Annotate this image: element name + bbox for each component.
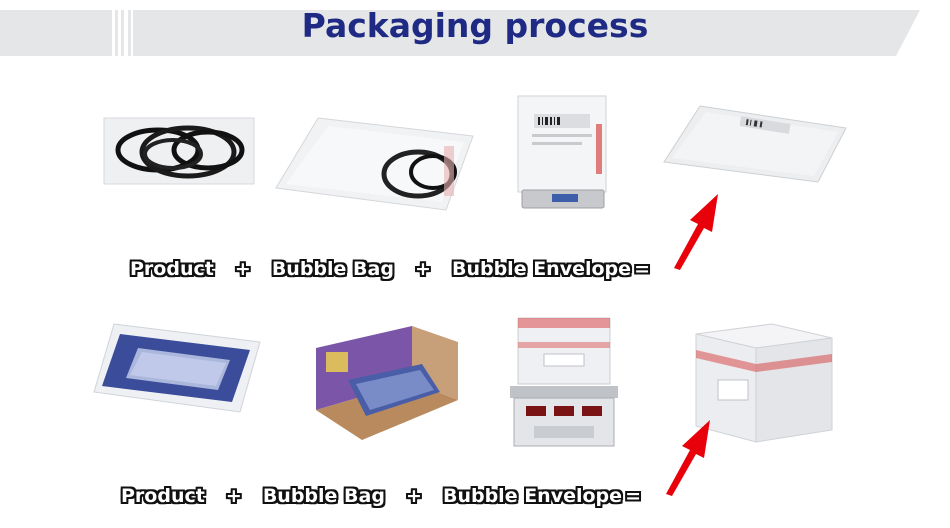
formula-row-2: Product + Bubble Bag + Bubble Envelope = xyxy=(121,480,644,512)
bubble-bag-photo xyxy=(268,112,478,212)
product-bubble-wrapped-photo xyxy=(90,318,265,416)
term-bubble-bag: Bubble Bag xyxy=(271,258,394,280)
term-product: Product xyxy=(121,485,205,507)
arrow-up-right-icon xyxy=(666,420,710,496)
bubble-envelope-on-scale-photo xyxy=(512,94,612,214)
sealed-box-photo xyxy=(690,320,838,445)
banner-shape xyxy=(0,10,920,56)
page-title: Packaging process xyxy=(301,6,649,45)
box-packing-photo xyxy=(312,318,462,443)
formula-row-1: Product + Bubble Bag + Bubble Envelope = xyxy=(130,253,653,285)
product-cable-photo xyxy=(98,112,263,190)
plus-sign: + xyxy=(406,485,422,507)
term-bubble-bag: Bubble Bag xyxy=(262,485,385,507)
sealed-envelope-photo xyxy=(660,102,850,184)
term-product: Product xyxy=(130,258,214,280)
plus-sign: + xyxy=(234,258,251,280)
arrow-up-right-icon xyxy=(674,194,718,270)
box-on-scale-photo xyxy=(504,314,624,449)
equals-sign: = xyxy=(634,258,650,280)
plus-sign: + xyxy=(225,485,242,507)
header-banner: Packaging process xyxy=(0,0,950,60)
term-bubble-envelope: Bubble Envelope xyxy=(451,258,632,280)
equals-sign: = xyxy=(625,485,641,507)
term-bubble-envelope: Bubble Envelope xyxy=(442,485,623,507)
plus-sign: + xyxy=(415,258,431,280)
